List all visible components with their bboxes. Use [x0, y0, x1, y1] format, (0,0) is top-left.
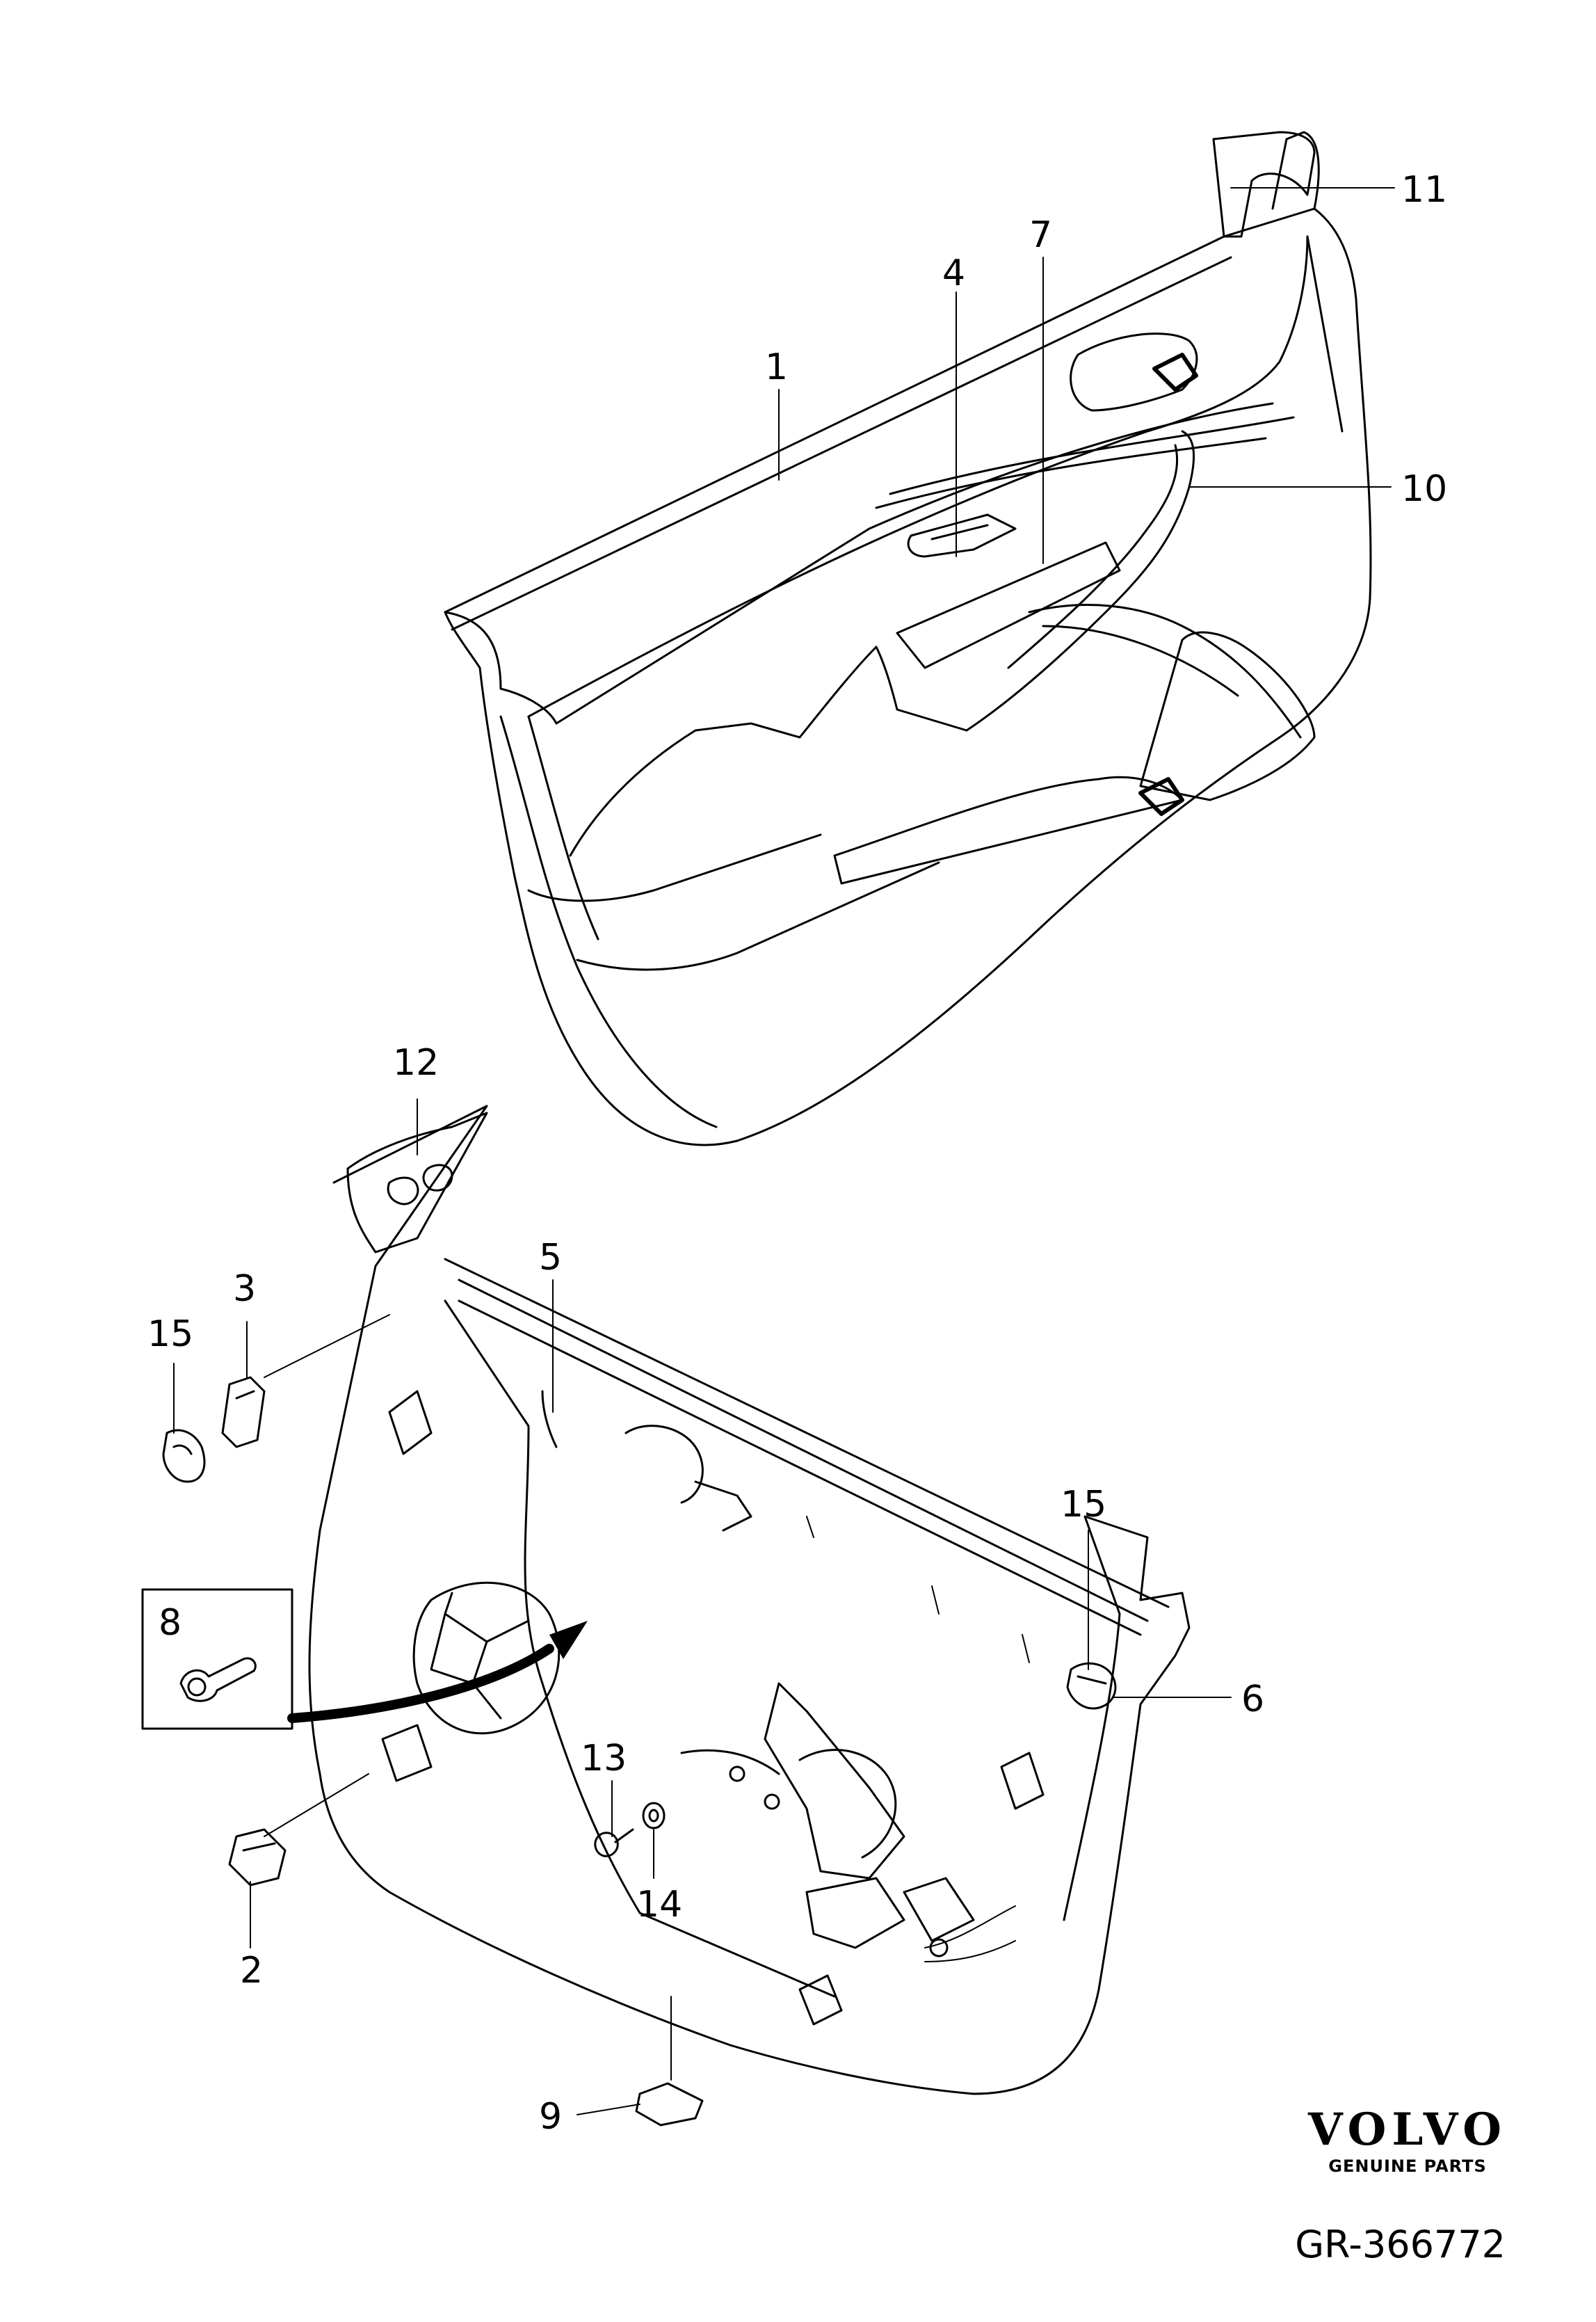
reference-code: GR-366772 [1295, 2223, 1506, 2266]
callout-9: 9 [539, 2096, 562, 2138]
callout-4: 4 [942, 253, 965, 294]
part-8-box [141, 1588, 293, 1730]
volvo-logo: VOLVO [1308, 2104, 1507, 2156]
door-trim-panel [444, 131, 1372, 1146]
callout-2: 2 [240, 1950, 263, 1992]
clip-2 [228, 1828, 287, 1887]
clip-15-left [162, 1429, 206, 1483]
screw-13 [594, 1828, 634, 1857]
washer-14 [642, 1802, 666, 1829]
callout-15-left: 15 [147, 1313, 193, 1355]
clip-3 [221, 1376, 266, 1448]
callout-5: 5 [539, 1237, 562, 1279]
callout-12: 12 [393, 1042, 439, 1084]
callout-3: 3 [233, 1268, 256, 1310]
leader-lines [173, 187, 1395, 2115]
callout-11: 11 [1401, 169, 1447, 211]
callout-10: 10 [1401, 468, 1447, 510]
genuine-parts-label: GENUINE PARTS [1328, 2156, 1487, 2176]
callout-6: 6 [1241, 1679, 1264, 1720]
callout-15-right: 15 [1061, 1484, 1106, 1526]
callout-8: 8 [159, 1602, 182, 1644]
door-inner-carrier [308, 1105, 1191, 2095]
arrow-8 [287, 1621, 588, 1723]
callout-14: 14 [636, 1884, 682, 1925]
volvo-brand: VOLVO GENUINE PARTS [1308, 2104, 1507, 2177]
callout-13: 13 [581, 1738, 627, 1779]
callout-1: 1 [765, 346, 788, 388]
callout-7: 7 [1029, 214, 1052, 256]
mirror-cover-11 [1212, 131, 1316, 238]
clip-9 [635, 2082, 704, 2127]
